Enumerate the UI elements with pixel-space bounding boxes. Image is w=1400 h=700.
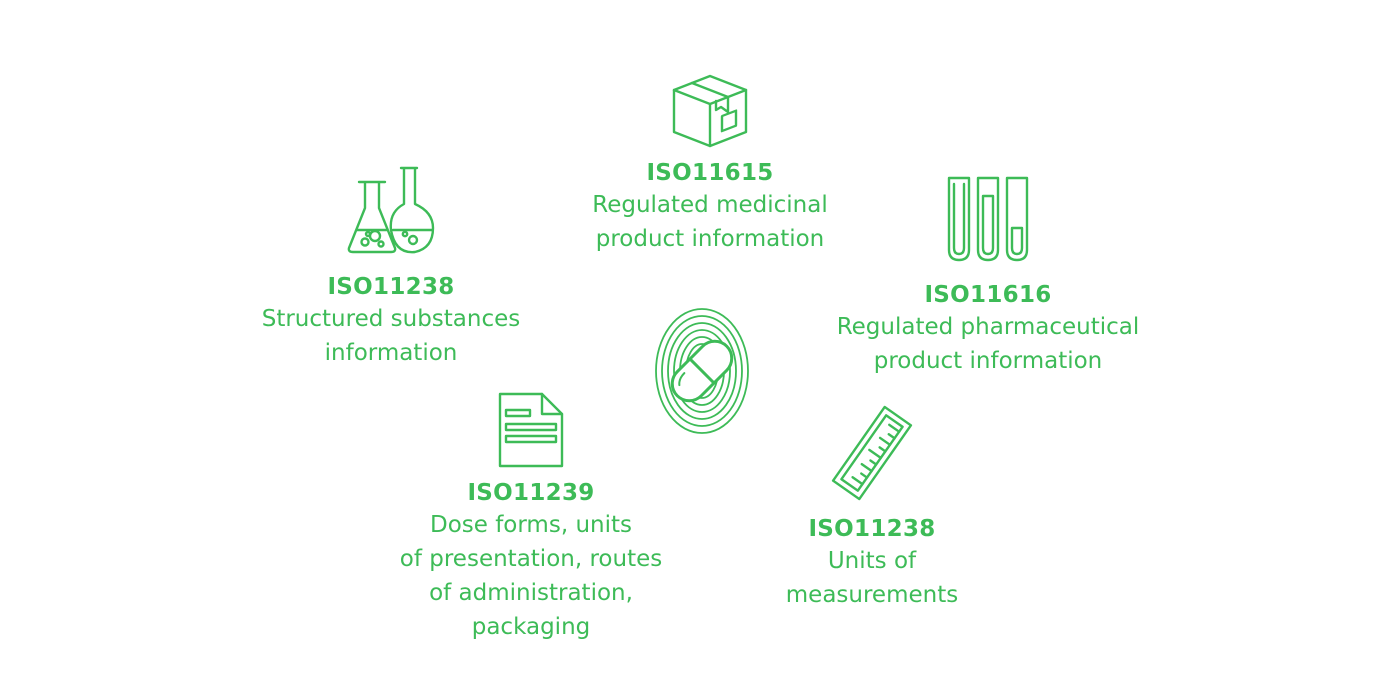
node-description: Dose forms, units of presentation, route…	[399, 512, 663, 640]
node-code: ISO11238	[808, 516, 936, 542]
node-iso11616: ISO11616 Regulated pharmaceutical produc…	[836, 174, 1140, 378]
node-iso11615: ISO11615 Regulated medicinal product inf…	[580, 72, 840, 256]
fingerprint-capsule-icon	[655, 308, 749, 434]
node-code: ISO11238	[327, 274, 455, 300]
node-iso11238-units: ISO11238 Units of measurements	[760, 404, 984, 612]
node-code: ISO11616	[924, 282, 1052, 308]
node-description: Units of measurements	[785, 548, 959, 608]
node-code: ISO11615	[646, 160, 774, 186]
document-icon	[498, 392, 564, 468]
node-iso11238-substances: ISO11238 Structured substances informati…	[246, 164, 536, 370]
node-description: Regulated pharmaceutical product informa…	[836, 314, 1140, 374]
lab-flasks-icon	[347, 166, 435, 254]
node-code: ISO11239	[467, 480, 595, 506]
test-tubes-icon	[947, 176, 1029, 262]
node-description: Regulated medicinal product information	[592, 192, 828, 252]
ruler-icon	[831, 405, 913, 501]
node-iso11239: ISO11239 Dose forms, units of presentati…	[386, 390, 676, 644]
package-box-icon	[672, 74, 748, 148]
center-fingerprint-capsule	[650, 303, 754, 443]
node-description: Structured substances information	[261, 306, 521, 366]
